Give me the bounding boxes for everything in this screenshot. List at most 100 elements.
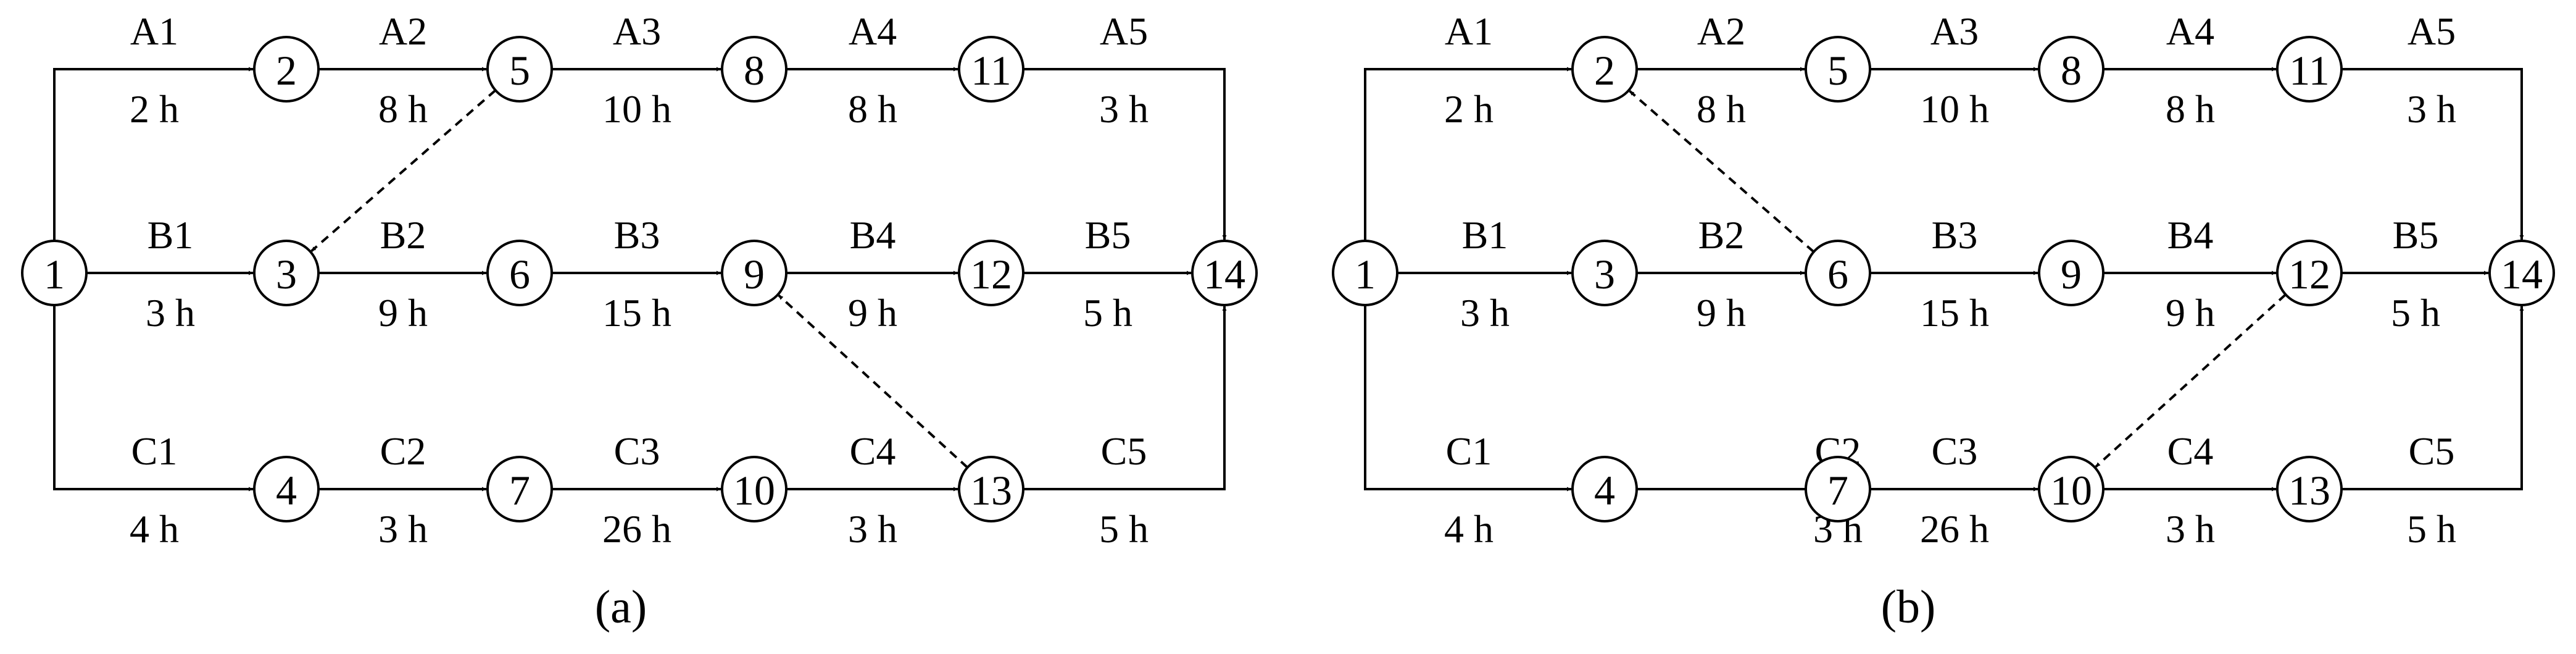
node-14-label: 14 [1203,251,1245,298]
activity-c5-arrow [2341,306,2524,490]
activity-a5-duration-label: 3 h [2407,87,2456,131]
activity-b2-duration-label: 9 h [1697,291,1746,335]
activity-c3-name-label: C3 [614,429,660,473]
node-10-label: 10 [2050,467,2092,514]
activity-b3-name-label: B3 [1932,213,1978,257]
activity-b4-name-label: B4 [2167,213,2214,257]
node-9-circle [2038,240,2104,306]
node-3-circle [1571,240,1638,306]
activity-c4-duration-label: 3 h [2166,507,2215,551]
activity-c3-duration-label: 26 h [1920,507,1989,551]
node-4-label: 4 [276,467,297,514]
activity-a2-name-label: A2 [1697,9,1745,53]
activity-c1-name-label: C1 [131,429,178,473]
activity-c1-duration-label: 4 h [130,507,179,551]
node-12-label: 12 [970,251,1012,298]
activity-c4-duration-label: 3 h [848,507,897,551]
node-13-label: 13 [2288,467,2330,514]
node-11-circle [958,36,1024,103]
activity-a1-arrow [53,67,253,241]
node-10: 10 [2038,456,2104,522]
node-14-circle [1191,240,1258,306]
node-9-circle [721,240,787,306]
node-12: 12 [958,240,1024,306]
activity-b5-duration-label: 5 h [1083,291,1132,335]
activity-a4-duration-label: 8 h [848,87,897,131]
activity-b3-duration-label: 15 h [602,291,671,335]
panel-caption: (a) [595,581,647,633]
activity-c5-name-label: C5 [2409,429,2455,473]
node-2: 2 [253,36,320,103]
activity-b4-duration-label: 9 h [848,291,897,335]
node-6-circle [1805,240,1871,306]
activity-b1-duration-label: 3 h [146,291,195,335]
node-4-circle [253,456,320,522]
node-8-label: 8 [744,47,765,94]
node-8-circle [721,36,787,103]
activity-c5-duration-label: 5 h [1099,507,1149,551]
activity-a3-name-label: A3 [1930,9,1979,53]
node-13-label: 13 [970,467,1012,514]
activity-a5-name-label: A5 [1100,9,1148,53]
node-13: 13 [958,456,1024,522]
node-12-label: 12 [2288,251,2330,298]
node-8: 8 [2038,36,2104,103]
node-9: 9 [2038,240,2104,306]
node-11-label: 11 [971,47,1011,94]
activity-c2-duration-label: 3 h [378,507,428,551]
node-2-circle [1571,36,1638,103]
activity-a3-duration-label: 10 h [602,87,671,131]
node-1-circle [1332,240,1398,306]
activity-c4-name-label: C4 [2167,429,2214,473]
activity-c5-arrow [1023,306,1227,490]
dummy-dependency-6-to-2 [1629,90,1815,253]
activity-b4-name-label: B4 [850,213,896,257]
activity-c5-duration-label: 5 h [2407,507,2456,551]
dummy-dependency-13-to-9 [778,294,968,469]
activity-a5-name-label: A5 [2408,9,2456,53]
node-13-circle [2276,456,2343,522]
activity-c2-name-label: C2 [380,429,426,473]
node-1: 1 [1332,240,1398,306]
activity-c3-name-label: C3 [1932,429,1978,473]
activity-c3-duration-label: 26 h [602,507,671,551]
activity-a1-duration-label: 2 h [130,87,179,131]
node-7-label: 7 [509,467,530,514]
node-7: 7 [1805,456,1871,522]
node-6-label: 6 [509,251,530,298]
activity-a2-duration-label: 8 h [378,87,428,131]
activity-a4-name-label: A4 [2166,9,2214,53]
node-10-circle [721,456,787,522]
node-8-circle [2038,36,2104,103]
node-14: 14 [1191,240,1258,306]
node-8-label: 8 [2061,47,2082,94]
node-9-label: 9 [2061,251,2082,298]
node-1-label: 1 [1355,251,1376,298]
node-13: 13 [2276,456,2343,522]
activity-c1-name-label: C1 [1446,429,1492,473]
node-7-label: 7 [1827,467,1848,514]
activity-c1-arrow [1364,305,1571,492]
node-1-label: 1 [44,251,65,298]
node-4-circle [1571,456,1638,522]
activity-b1-name-label: B1 [147,213,194,257]
activity-b1-name-label: B1 [1462,213,1508,257]
activity-c5-name-label: C5 [1101,429,1147,473]
activity-a3-duration-label: 10 h [1920,87,1989,131]
node-9-label: 9 [744,251,765,298]
activity-a1-name-label: A1 [130,9,178,53]
node-1: 1 [21,240,88,306]
node-11-circle [2276,36,2343,103]
node-2-label: 2 [1594,47,1615,94]
node-6: 6 [1805,240,1871,306]
activity-a1-name-label: A1 [1445,9,1493,53]
activity-a1-arrow [1364,67,1571,241]
node-11: 11 [958,36,1024,103]
node-3-circle [253,240,320,306]
node-2: 2 [1571,36,1638,103]
node-11-label: 11 [2289,47,2329,94]
node-10-circle [2038,456,2104,522]
node-5-label: 5 [1827,47,1848,94]
